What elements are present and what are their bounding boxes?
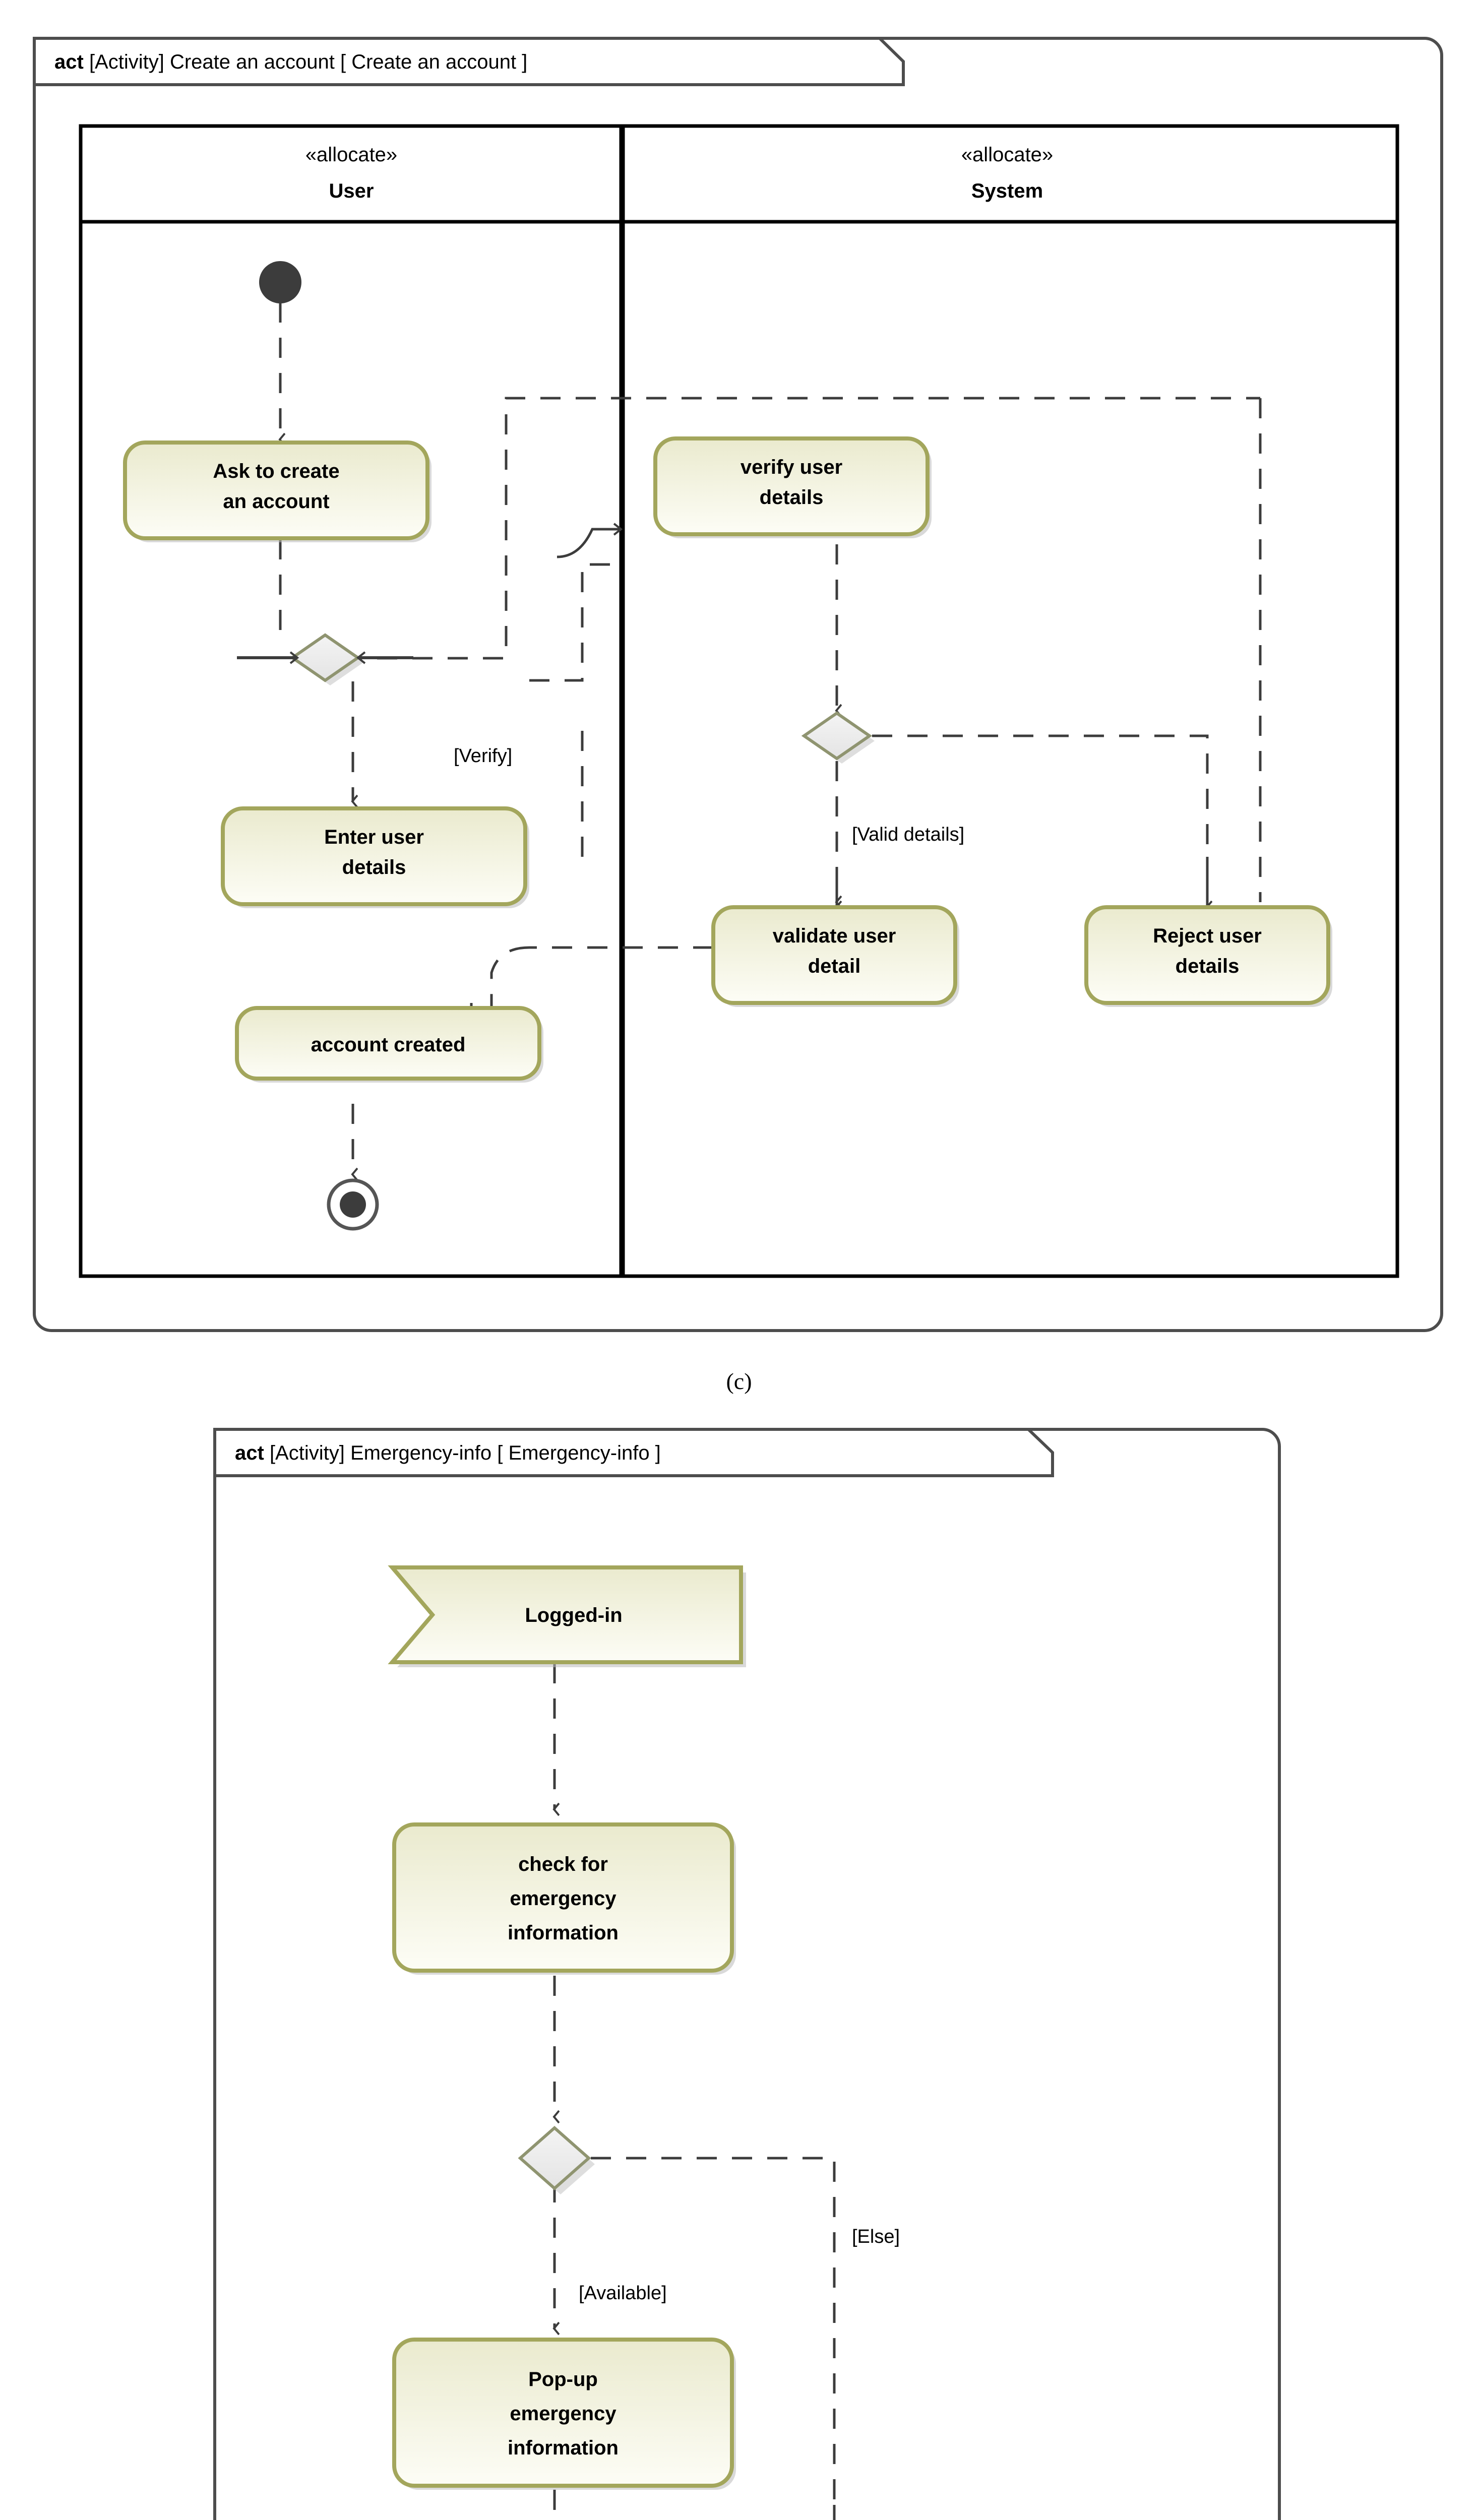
enter-user-details-node[interactable]: [221, 806, 527, 906]
enter-user-details-label-line2: details: [342, 856, 406, 878]
flow-validate-elbow: [490, 946, 530, 1018]
figure-d-frame-type: [Activity]: [270, 1442, 345, 1464]
logged-in-label: Logged-in: [525, 1604, 622, 1626]
figure-c-frame-bracket: [ Create an account ]: [340, 51, 527, 73]
account-created-label: account created: [311, 1034, 466, 1056]
figure-d-frame-name: Emergency-info: [350, 1442, 491, 1464]
figure-c-group: Ask to create an account [Verify] Enter …: [33, 37, 1443, 1394]
validate-user-detail-label-line1: validate user: [773, 925, 896, 947]
figure-d-frame-label: act [Activity] Emergency-info [ Emergenc…: [235, 1442, 661, 1464]
flow-decision-user-right-rail: [342, 397, 1260, 660]
flow-enter-details-to-verify-routing: [529, 563, 622, 682]
check-for-emergency-information-label-line3: information: [508, 1922, 619, 1944]
guard-valid-details-label: [Valid details]: [852, 824, 964, 845]
check-for-emergency-information-label-line2: emergency: [510, 1887, 617, 1910]
lane-user-name: User: [329, 180, 374, 202]
decision-emergency-node[interactable]: [518, 2125, 591, 2191]
figure-d-frame-label-tab: [213, 1428, 1054, 1477]
verify-user-details-label-line2: details: [760, 486, 824, 509]
ask-to-create-an-account-label-line2: an account: [223, 490, 329, 513]
flow-decision-else-branch: [591, 2157, 836, 2520]
account-created-node[interactable]: [235, 1006, 541, 1081]
enter-user-details-label-line1: Enter user: [324, 826, 424, 848]
pop-up-emergency-information-label-line1: Pop-up: [528, 2368, 598, 2390]
check-for-emergency-information-label-line1: check for: [518, 1853, 608, 1875]
verify-user-details-label-line1: verify user: [741, 456, 842, 478]
decision-user-node[interactable]: [289, 633, 361, 682]
logged-in-node[interactable]: [388, 1565, 743, 1664]
ask-to-create-an-account-node[interactable]: [123, 440, 429, 540]
lane-system-stereotype: «allocate»: [961, 144, 1053, 166]
figure-c-frame-label-tab: [33, 37, 905, 86]
validate-user-detail-node[interactable]: [711, 905, 957, 1005]
figure-d-frame-bracket: [ Emergency-info ]: [497, 1442, 661, 1464]
guard-verify-label: [Verify]: [454, 745, 512, 767]
ask-to-create-an-account-label-line1: Ask to create: [213, 460, 339, 482]
final-node-inner-dot: [340, 1191, 366, 1218]
check-for-emergency-information-node[interactable]: [392, 1822, 734, 1973]
flow-decision-system-to-reject: [872, 734, 1209, 902]
validate-user-detail-label-line2: detail: [808, 955, 860, 977]
pop-up-emergency-information-label-line2: emergency: [510, 2403, 617, 2425]
figure-c-caption: (c): [726, 1368, 752, 1394]
reject-user-details-node[interactable]: [1084, 905, 1330, 1005]
reject-user-details-label-line2: details: [1176, 955, 1240, 977]
reject-user-details-label-line1: Reject user: [1153, 925, 1262, 947]
pop-up-emergency-information-label-line3: information: [508, 2437, 619, 2459]
decision-system-node[interactable]: [801, 711, 873, 761]
figure-c-frame-keyword: act: [54, 51, 84, 73]
figure-d-group: Logged-in check for emergency informatio…: [213, 1428, 1281, 2520]
lane-user-stereotype: «allocate»: [305, 144, 397, 166]
verify-user-details-node[interactable]: [653, 436, 930, 536]
flow-into-verify-user-details: [557, 523, 623, 558]
initial-node: [259, 261, 301, 303]
figure-d-frame-keyword: act: [235, 1442, 264, 1464]
guard-else-label: [Else]: [852, 2226, 900, 2247]
figure-d-frame: [213, 1428, 1281, 2520]
figure-c-swimlane-box: [79, 124, 1399, 1278]
figure-c-frame-label: act [Activity] Create an account [ Creat…: [54, 51, 527, 73]
guard-available-label: [Available]: [579, 2283, 667, 2304]
lane-system-name: System: [971, 180, 1043, 202]
pop-up-emergency-information-node[interactable]: [392, 2338, 734, 2488]
figure-c-frame-type: [Activity]: [89, 51, 164, 73]
figure-c-frame-name: Create an account: [170, 51, 335, 73]
